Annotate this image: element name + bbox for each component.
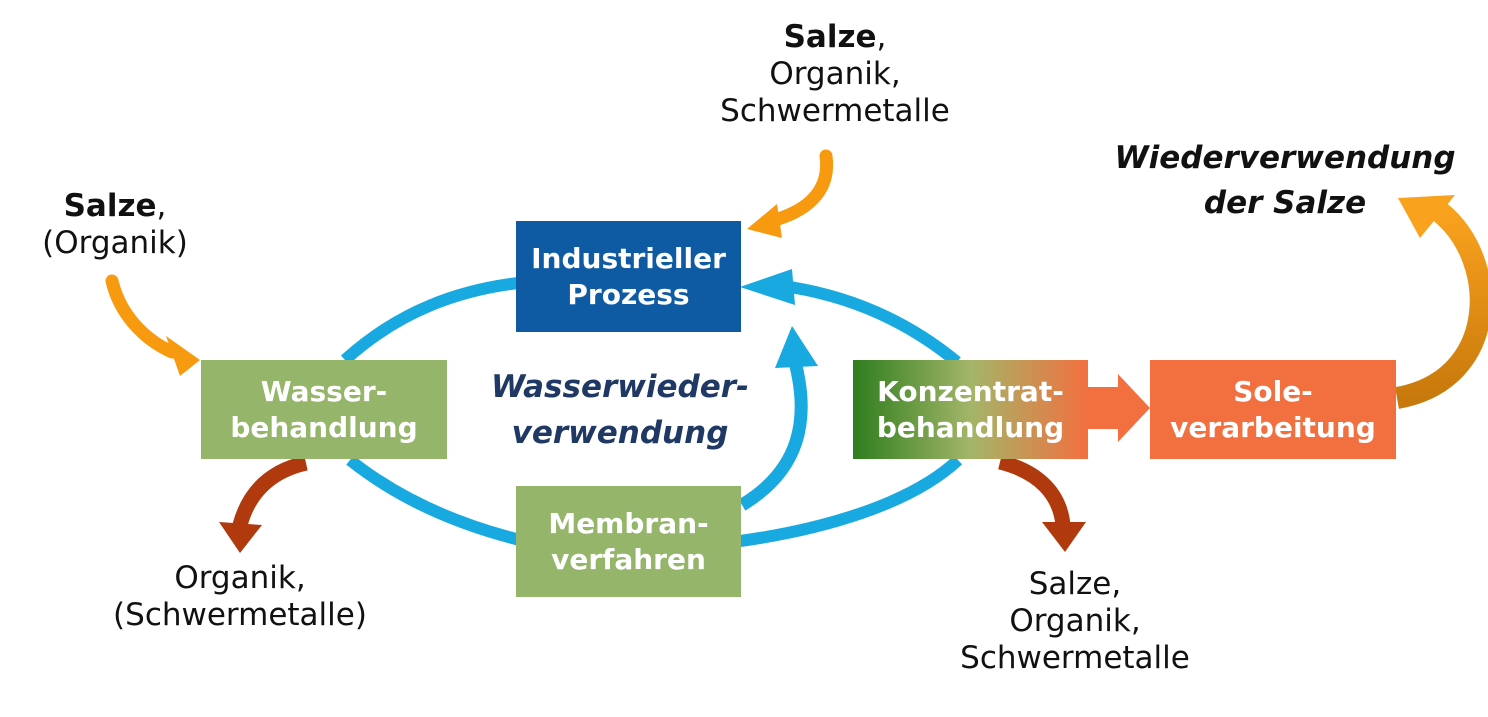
water-cycle-ring [340, 269, 963, 547]
annotation-top-input-line2: Organik, [769, 56, 901, 92]
block-arrow [1088, 374, 1150, 442]
annotation-top-input-line3: Schwermetalle [720, 93, 950, 129]
box-water-treatment-line1: Wasser- [260, 374, 388, 408]
annotation-right-output: Salze, Organik, Schwermetalle [915, 566, 1235, 677]
left-output-arrow [219, 455, 308, 553]
box-industrial-process-line1: Industrieller [531, 241, 726, 275]
water-reuse-label-line1: Wasserwieder- [491, 369, 749, 405]
water-reuse-label: Wasserwieder- verwendung [470, 364, 770, 456]
annotation-left-input-line2: (Organik) [42, 225, 188, 261]
salt-reuse-label: Wiederverwendung der Salze [1100, 136, 1470, 226]
box-concentrate-treatment: Konzentrat- behandlung [853, 360, 1088, 459]
salt-reuse-label-line2: der Salze [1203, 185, 1367, 221]
box-membrane-line2: verfahren [551, 542, 706, 576]
annotation-top-input: Salze, Organik, Schwermetalle [660, 19, 1010, 130]
annotation-right-output-line3: Schwermetalle [960, 640, 1190, 676]
box-industrial-process: Industrieller Prozess [516, 221, 741, 332]
annotation-left-input: Salze, (Organik) [10, 188, 220, 262]
annotation-left-input-line1: Salze, [10, 188, 220, 225]
annotation-left-output-line2: (Schwermetalle) [113, 597, 367, 633]
box-water-treatment: Wasser- behandlung [201, 360, 447, 459]
right-output-arrow [998, 454, 1086, 552]
annotation-left-output-line1: Organik, [174, 560, 306, 596]
box-industrial-process-line2: Prozess [567, 277, 690, 311]
annotation-top-input-line1: Salze, [660, 19, 1010, 56]
box-concentrate-treatment-line1: Konzentrat- [877, 374, 1064, 408]
annotation-left-output: Organik, (Schwermetalle) [85, 560, 395, 634]
box-brine-processing-line1: Sole- [1233, 374, 1313, 408]
box-membrane-line1: Membran- [548, 506, 709, 540]
annotation-left-input-bold: Salze [63, 188, 157, 224]
annotation-top-input-comma: , [876, 19, 887, 55]
return-arrow [1394, 195, 1488, 409]
water-reuse-label-line2: verwendung [511, 415, 729, 451]
salt-reuse-label-line1: Wiederverwendung [1114, 140, 1456, 176]
annotation-right-output-line1: Salze, [1028, 566, 1122, 602]
left-input-arrow [105, 274, 200, 376]
box-water-treatment-line2: behandlung [230, 410, 418, 444]
box-membrane: Membran- verfahren [516, 486, 741, 597]
box-concentrate-treatment-line2: behandlung [876, 410, 1065, 444]
box-brine-processing: Sole- verarbeitung [1150, 360, 1396, 459]
annotation-left-input-comma: , [156, 188, 167, 224]
annotation-right-output-line2: Organik, [1009, 603, 1141, 639]
annotation-top-input-bold: Salze [783, 19, 877, 55]
box-brine-processing-line2: verarbeitung [1170, 410, 1376, 444]
top-input-arrow [747, 149, 834, 238]
